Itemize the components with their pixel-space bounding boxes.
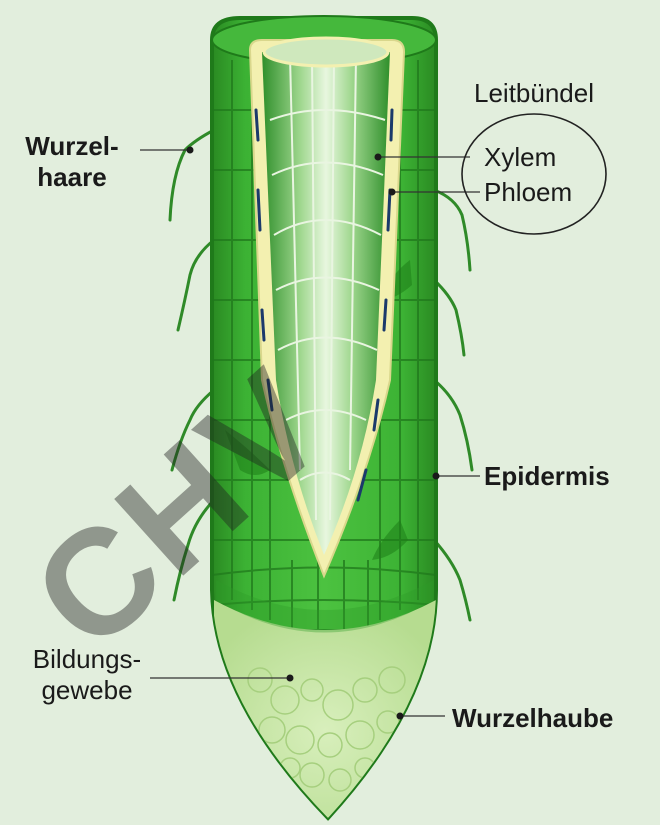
phloem-label: Phloem xyxy=(484,177,572,208)
root-cap xyxy=(214,600,436,818)
xylem-top xyxy=(264,38,388,66)
vascular-bundle-ellipse xyxy=(462,114,606,234)
root-cap-label: Wurzelhaube xyxy=(452,703,613,734)
root-hairs-label: Wurzel- haare xyxy=(12,131,132,193)
root-hairs-label-line-1: Wurzel- xyxy=(12,131,132,162)
xylem-label: Xylem xyxy=(484,142,556,173)
root-hairs-label-line-2: haare xyxy=(12,162,132,193)
meristem-label-line-2: gewebe xyxy=(12,675,162,706)
epidermis-label: Epidermis xyxy=(484,461,610,492)
vascular-bundle-label: Leitbündel xyxy=(474,78,594,109)
